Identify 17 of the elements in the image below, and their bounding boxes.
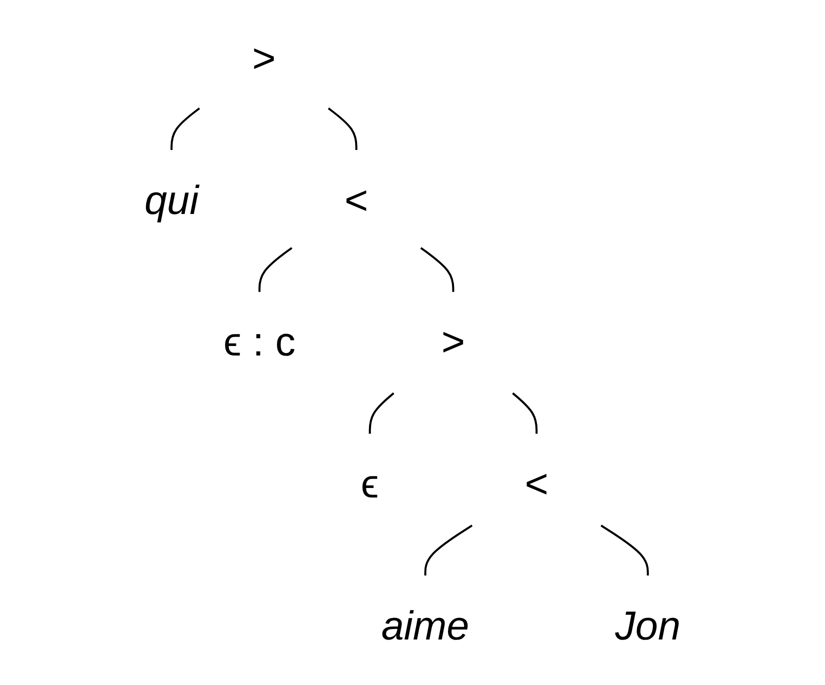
node-text: < — [344, 178, 368, 223]
connector — [328, 108, 358, 150]
node-text: Jon — [615, 604, 681, 649]
connector — [424, 524, 473, 576]
connector — [600, 524, 649, 576]
node-text: ϵ — [360, 462, 379, 507]
node-text: ϵ : c — [223, 320, 296, 365]
connector — [368, 392, 394, 434]
connector — [170, 108, 200, 150]
node-text: > — [252, 36, 276, 82]
node-text: qui — [144, 178, 199, 223]
connector — [258, 247, 292, 292]
node-text: > — [441, 320, 466, 365]
node-text: < — [524, 462, 548, 507]
connector — [420, 247, 454, 292]
connector — [512, 392, 538, 434]
node-text: aime — [381, 604, 470, 649]
